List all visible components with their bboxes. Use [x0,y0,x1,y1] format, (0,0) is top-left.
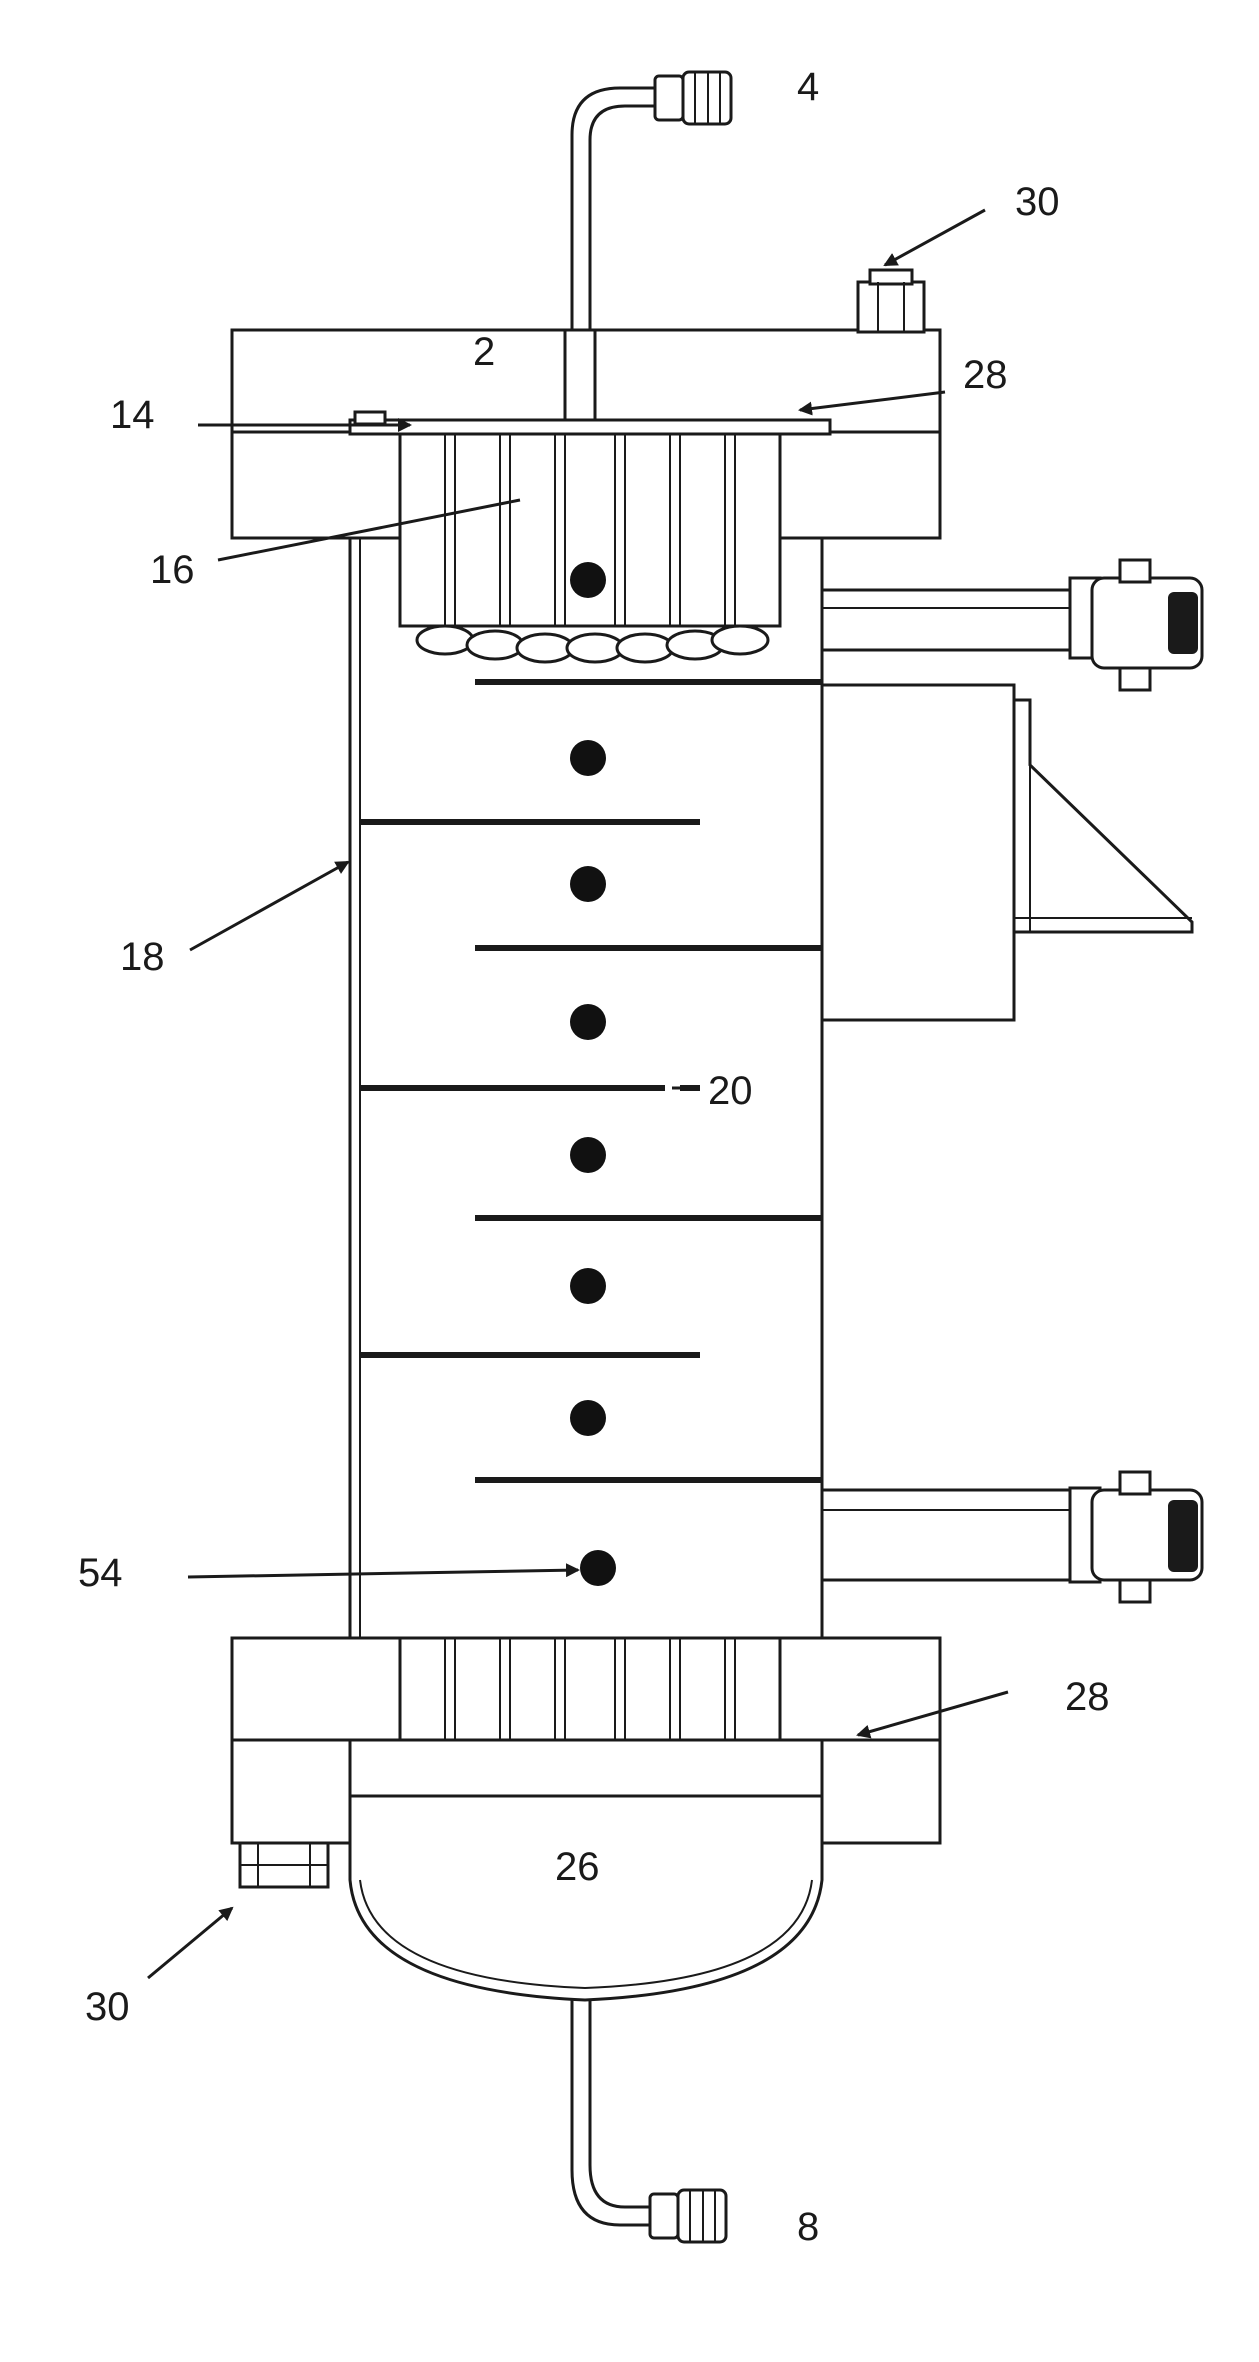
label-tube-sheet-bottom: 28 [1065,1675,1110,1719]
label-tube-sheet-top: 28 [963,353,1008,397]
label-baffle: 20 [708,1069,753,1113]
label-top-header: 2 [473,330,495,374]
bottom-header-dome [350,1796,822,2000]
bottom-outlet-pipe [572,2000,726,2242]
label-bolt-top: 30 [1015,180,1060,224]
bolt-bottom [240,1843,328,1887]
bolt-top [858,270,924,332]
baffles [360,682,822,1480]
label-bottom-fitting: 8 [797,2205,819,2249]
label-tubes: 16 [150,548,195,592]
label-port: 54 [78,1551,123,1595]
label-plate: 14 [110,393,155,437]
tube-bundle [400,434,780,662]
lower-side-port [822,1472,1202,1602]
label-bottom-header: 26 [555,1845,600,1889]
indicator-dots [570,562,616,1586]
label-shell: 18 [120,935,165,979]
upper-side-port [822,560,1202,690]
top-inlet-pipe [572,72,731,330]
label-top-fitting: 4 [797,65,819,109]
label-bolt-bottom: 30 [85,1985,130,2029]
mounting-bracket [822,685,1192,1020]
